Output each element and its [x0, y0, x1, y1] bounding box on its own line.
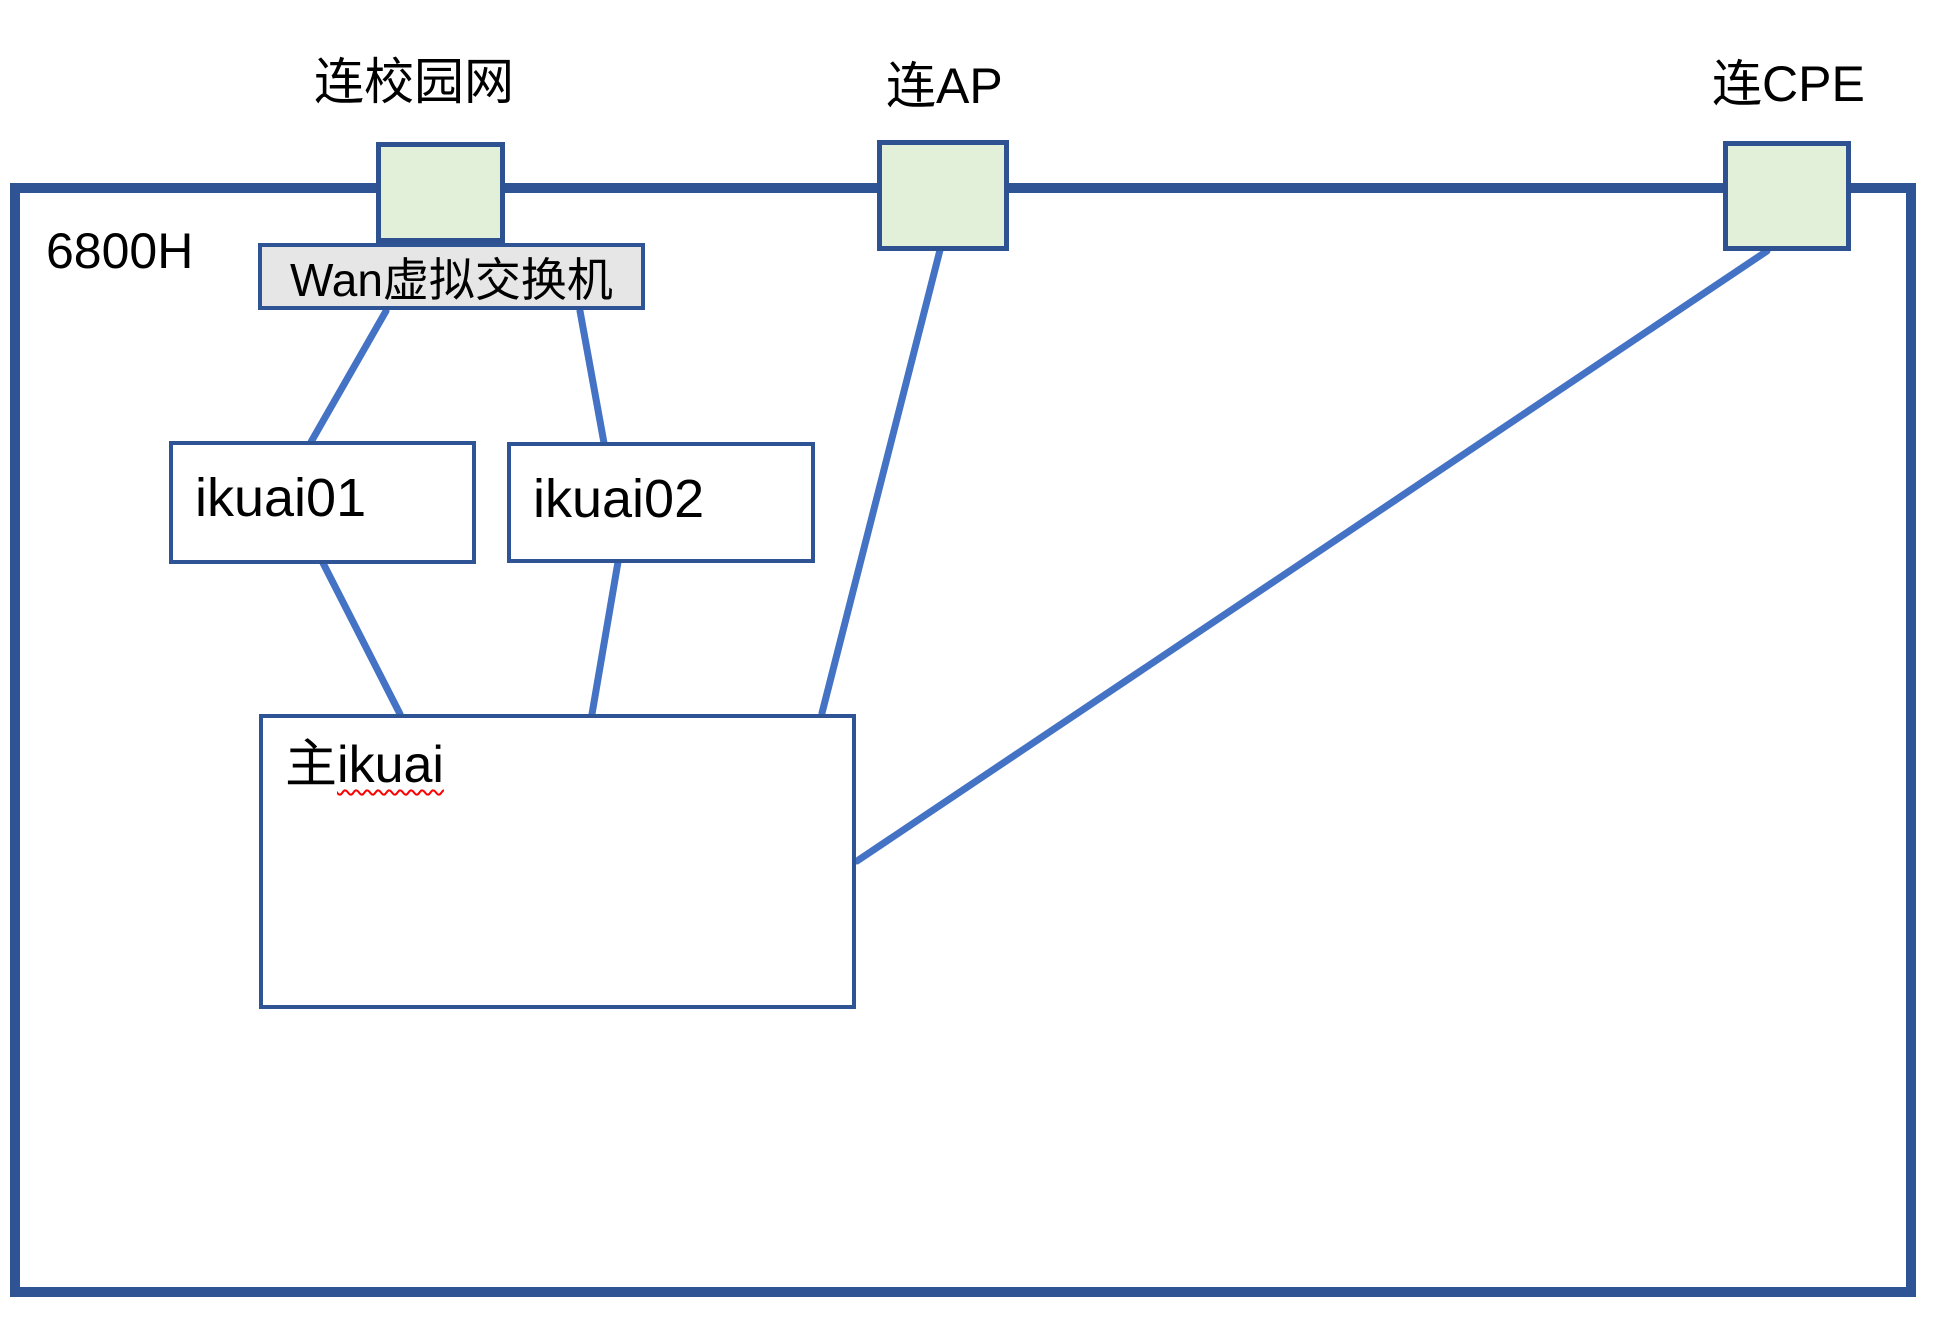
- device-model-label: 6800H: [46, 223, 194, 279]
- node-main-ikuai: 主ikuai: [259, 714, 856, 1009]
- node-main-ikuai-name: ikuai: [337, 736, 444, 794]
- node-ikuai02: ikuai02: [507, 442, 815, 563]
- label-campus-network: 连校园网: [314, 54, 514, 110]
- node-wan-virtual-switch: Wan虚拟交换机: [258, 243, 645, 310]
- node-ikuai01-label: ikuai01: [195, 468, 367, 528]
- node-ikuai02-label: ikuai02: [533, 469, 705, 529]
- node-wan-virtual-switch-label: Wan虚拟交换机: [290, 253, 613, 306]
- port-ap: [877, 140, 1009, 251]
- label-cpe: 连CPE: [1712, 56, 1865, 112]
- label-ap: 连AP: [886, 58, 1003, 114]
- node-ikuai01: ikuai01: [169, 441, 476, 564]
- node-main-ikuai-prefix: 主: [285, 736, 338, 794]
- port-cpe: [1723, 141, 1851, 251]
- port-campus-network: [376, 142, 505, 243]
